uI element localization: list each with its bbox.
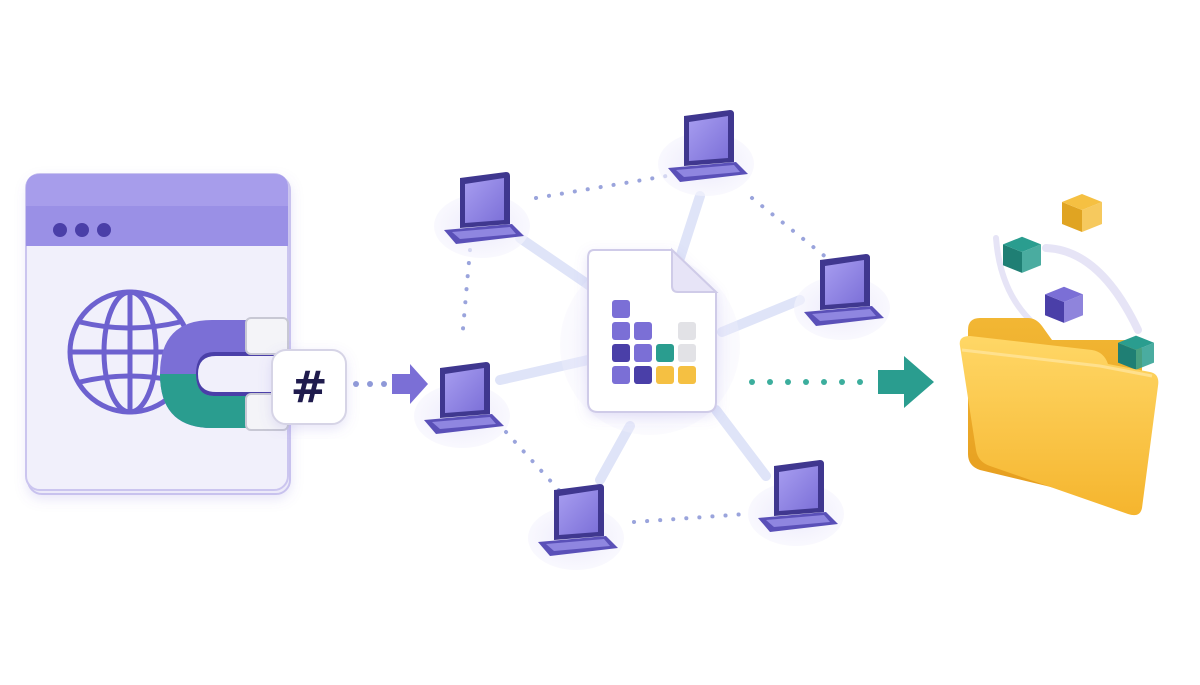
window-dot — [75, 223, 89, 237]
cube-top — [1118, 335, 1154, 350]
torrent-file-icon — [560, 247, 740, 435]
cube-side — [1022, 244, 1041, 273]
file-piece — [612, 300, 630, 318]
window-dot — [53, 223, 67, 237]
laptop-screen — [559, 490, 598, 535]
data-cube-icon — [1045, 286, 1083, 323]
cube-side — [1118, 342, 1136, 370]
hash-tag: # — [271, 349, 347, 425]
cube-top — [1045, 286, 1083, 302]
file-piece — [634, 322, 652, 340]
file-piece — [656, 344, 674, 362]
cube-side — [1045, 294, 1064, 323]
cube-top — [1003, 236, 1041, 252]
data-cube-icon — [1003, 236, 1041, 273]
laptop-screen — [779, 466, 818, 511]
laptop-screen — [445, 368, 484, 413]
cube-side — [1064, 294, 1083, 323]
cube-side — [1136, 342, 1154, 370]
file-piece — [678, 322, 696, 340]
laptop-icon — [748, 460, 844, 546]
cube-top — [1062, 194, 1102, 210]
laptop-keyboard — [676, 165, 740, 177]
laptop-keyboard — [546, 539, 610, 551]
laptop-screen — [465, 178, 504, 223]
data-cube-icon — [1118, 335, 1154, 370]
file-piece — [634, 344, 652, 362]
laptop-keyboard — [812, 309, 876, 321]
laptop-icon — [528, 484, 624, 570]
arrow-right-icon — [749, 356, 934, 408]
file-piece — [656, 366, 674, 384]
file-pieces-grid — [612, 300, 696, 384]
laptop-screen — [689, 116, 728, 161]
file-piece — [612, 344, 630, 362]
hash-icon: # — [291, 362, 328, 413]
file-piece — [634, 366, 652, 384]
laptop-icon — [414, 362, 510, 448]
laptop-screen — [825, 260, 864, 305]
laptop-icon — [794, 254, 890, 340]
laptop-keyboard — [766, 515, 830, 527]
cube-side — [1082, 202, 1102, 232]
window-dot — [97, 223, 111, 237]
laptop-keyboard — [452, 227, 516, 239]
file-piece — [612, 322, 630, 340]
arrow-right-icon — [353, 364, 428, 404]
laptop-icon — [434, 172, 530, 258]
cube-side — [1062, 202, 1082, 232]
file-piece — [678, 344, 696, 362]
cube-side — [1003, 244, 1022, 273]
laptop-icon — [658, 110, 754, 196]
laptop-keyboard — [432, 417, 496, 429]
peer-network — [414, 110, 890, 570]
folder-front — [959, 336, 1159, 516]
data-cube-icon — [1062, 194, 1102, 232]
file-piece — [678, 366, 696, 384]
file-piece — [612, 366, 630, 384]
